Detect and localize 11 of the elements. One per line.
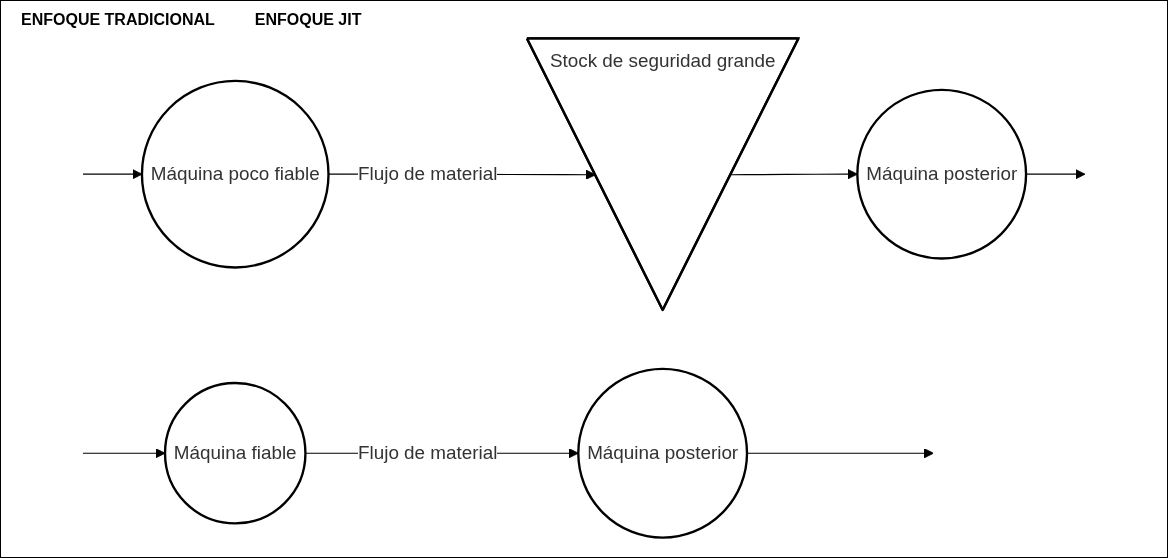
section-heading: ENFOQUE JIT xyxy=(254,11,362,29)
arrow xyxy=(82,169,143,180)
edge-label: Flujo de material xyxy=(357,163,498,184)
node-circle: Máquina posterior xyxy=(856,88,1028,260)
arrow xyxy=(730,169,858,180)
node-circle: Máquina poco fiable xyxy=(140,79,330,269)
edge-label: Flujo de material xyxy=(357,442,498,463)
arrow xyxy=(82,448,166,459)
section-heading: ENFOQUE TRADICIONAL xyxy=(21,11,215,29)
node-circle: Máquina posterior xyxy=(577,367,749,539)
node-circle: Máquina fiable xyxy=(163,381,307,525)
